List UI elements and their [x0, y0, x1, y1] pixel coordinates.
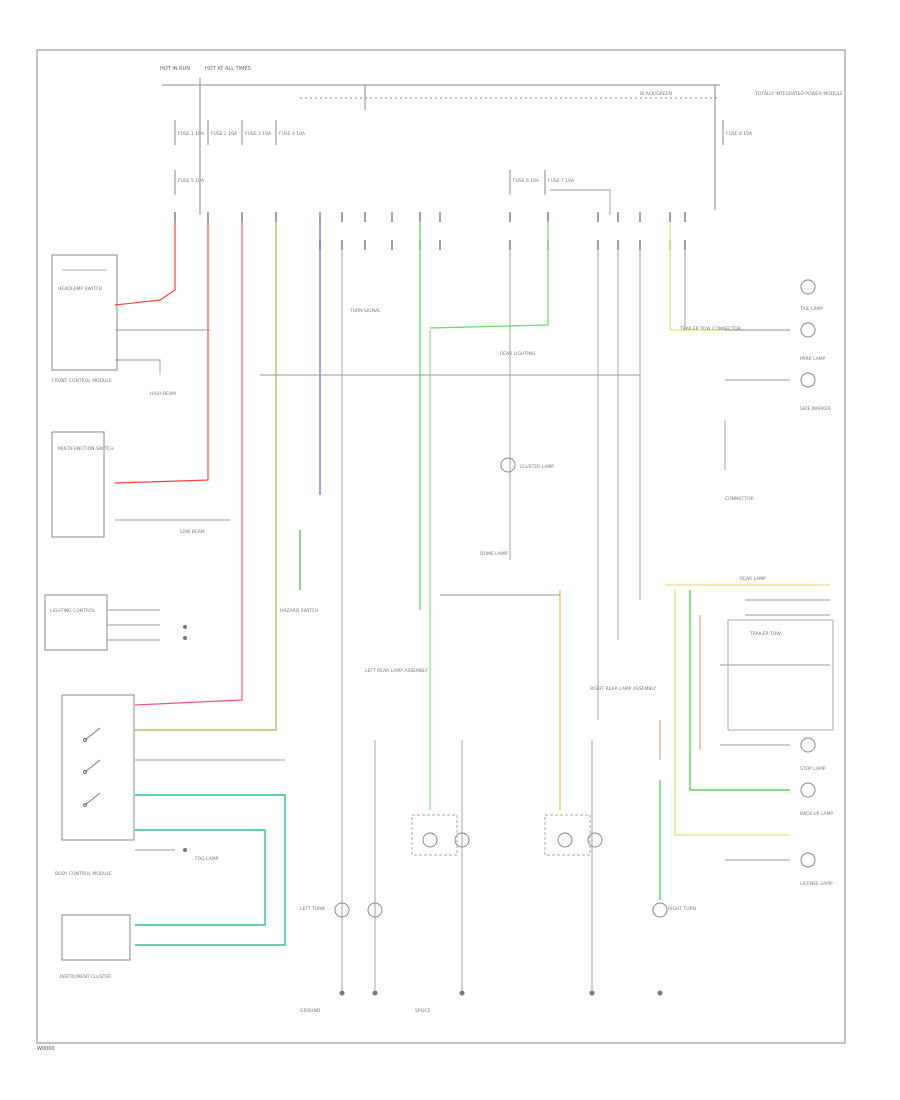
fuse-2-label: FUSE 2 10A [211, 131, 238, 137]
diagram-id-code: W0000 [37, 1046, 55, 1052]
trailer-tow-box [727, 619, 834, 731]
green-wires [299, 222, 790, 900]
switch-contacts [83, 727, 101, 807]
teal-wires [135, 794, 286, 946]
trailer-tow-connector-label: TRAILER TOW CONNECTOR [679, 326, 741, 332]
fog-lamp-label: FOG LAMP [195, 856, 219, 862]
hazard-switch-label: HAZARD SWITCH [280, 608, 318, 614]
hot-at-all-times-label: HOT AT ALL TIMES [205, 66, 251, 72]
headlamp-switch-label: HEADLAMP SWITCH [58, 286, 102, 292]
gray-wires [107, 189, 830, 990]
left-rear-lamp-label: LEFT REAR LAMP ASSEMBLY [365, 668, 428, 674]
right-rear-lamp-box [544, 814, 591, 856]
fuse-3-label: FUSE 3 10A [245, 131, 272, 137]
fuse-row [174, 120, 724, 195]
fuse-8-label: FUSE 8 10A [726, 131, 753, 137]
side-marker-label: SIDE MARKER [800, 406, 831, 412]
stop-lamp-label: STOP LAMP [800, 766, 826, 772]
tail-lamp-label: TAIL LAMP [799, 306, 823, 312]
fuse-5-label: FUSE 5 10A [178, 178, 205, 184]
fuse-4-label: FUSE 4 10A [279, 131, 306, 137]
headlamp-switch-box [51, 254, 118, 371]
connector-row-mid [319, 240, 686, 250]
hot-in-run-label: HOT IN RUN [160, 66, 190, 72]
low-beam-label: LOW BEAM [180, 529, 205, 535]
connector-row-top [174, 212, 686, 222]
right-turn-label: RIGHT TURN [668, 906, 696, 912]
tipm-label: TOTALLY INTEGRATED POWER MODULE [754, 91, 843, 97]
right-rear-lamp-label: RIGHT REAR LAMP ASSEMBLY [590, 686, 656, 692]
ground-icons [183, 625, 663, 996]
lighting-control-box [44, 594, 108, 651]
red-wire [114, 222, 243, 706]
trailer-tow-label: TRAILER TOW [749, 631, 781, 637]
dome-lamp-label: DOME LAMP [480, 551, 508, 557]
license-lamp-label: LICENSE LAMP [800, 881, 833, 887]
front-control-module-label: FRONT CONTROL MODULE [52, 378, 112, 384]
multifunction-switch-box [51, 431, 105, 538]
cluster-lamp-label: CLUSTER LAMP [520, 464, 554, 470]
fuse-1-label: FUSE 1 10A [178, 131, 205, 137]
diagram-frame [36, 49, 846, 1044]
orange-wires [559, 590, 701, 810]
left-rear-lamp-box [411, 814, 458, 856]
rear-lamp-label: REAR LAMP [740, 576, 766, 582]
body-control-module-box [61, 694, 135, 841]
high-beam-label: HIGH BEAM [150, 391, 176, 397]
lighting-control-label: LIGHTING CONTROL [50, 608, 96, 614]
rear-lighting-label: REAR LIGHTING [500, 351, 536, 357]
back-up-lamp-label: BACK-UP LAMP [800, 811, 833, 817]
lamp-icons [334, 279, 816, 918]
park-lamp-label: PARK LAMP [800, 356, 826, 362]
olive-wire [135, 222, 277, 731]
connector-label: CONNECTOR [725, 496, 754, 502]
instrument-cluster-label: INSTRUMENT CLUSTER [60, 974, 111, 980]
body-control-module-label: BODY CONTROL MODULE [55, 871, 112, 877]
multifunction-switch-label: MULTIFUNCTION SWITCH [58, 446, 114, 452]
fuse-6-label: FUSE 6 10A [513, 178, 540, 184]
instrument-cluster-box [61, 914, 131, 961]
fuse-7-label: FUSE 7 10A [548, 178, 575, 184]
power-bus [162, 78, 720, 215]
ground-label: GROUND [300, 1008, 321, 1014]
turn-signal-label: TURN SIGNAL [349, 308, 381, 314]
bus-wire-label: BLACK/GREEN [640, 91, 672, 97]
splice-label: SPLICE [415, 1008, 431, 1014]
left-turn-label: LEFT TURN [300, 906, 325, 912]
